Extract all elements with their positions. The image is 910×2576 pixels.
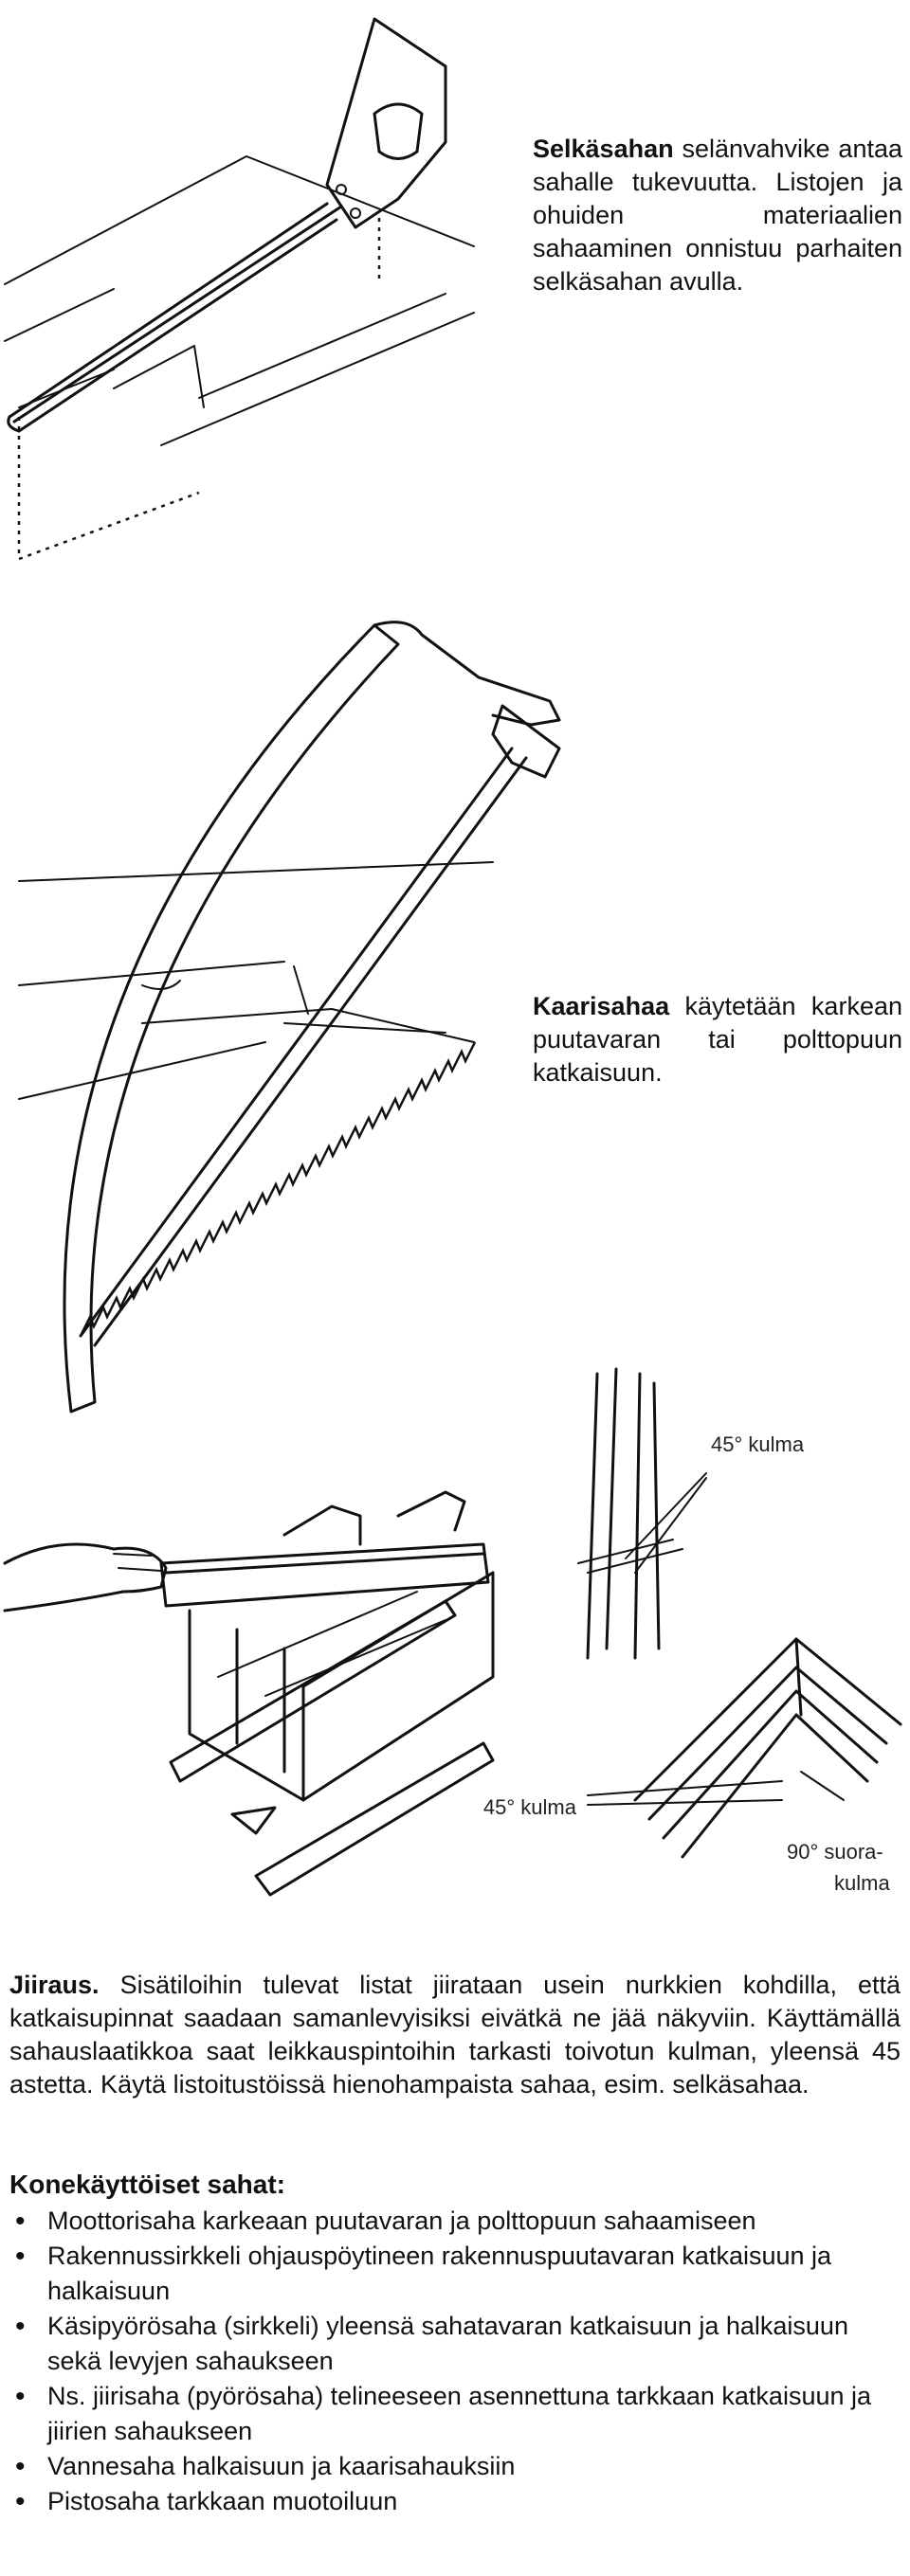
backsaw-handle xyxy=(325,17,447,229)
bowsaw-text: käytetään karkean puutavaran tai polttop… xyxy=(533,992,902,1087)
mitre-box-illustration xyxy=(3,1490,495,1897)
bowsaw-frame xyxy=(63,621,561,1414)
mitre-joint-diagram xyxy=(577,1367,902,1859)
bowsaw-term: Kaarisahaa xyxy=(533,992,670,1020)
moulding-strips xyxy=(169,1599,495,1897)
bowsaw-blade xyxy=(79,747,528,1347)
label-90-line1: 90° suora- xyxy=(787,1840,883,1864)
label-45-top: 45° kulma xyxy=(711,1432,805,1456)
corner-joint xyxy=(633,1637,902,1859)
mitre-box xyxy=(188,1490,495,1802)
backsaw-illustration xyxy=(4,17,475,561)
bowsaw-caption: Kaarisahaa käytetään karkean puutavaran … xyxy=(533,990,902,1090)
board-sketch xyxy=(4,155,475,561)
mitre-caption: Jiiraus. Sisätiloihin tulevat listat jii… xyxy=(9,1969,901,2101)
log-sketch xyxy=(18,861,494,1100)
list-item: Pistosaha tarkkaan muotoiluun xyxy=(9,2484,901,2519)
mitre-text: Sisätiloihin tulevat listat jiirataan us… xyxy=(9,1971,901,2099)
leader-45-top xyxy=(625,1472,707,1574)
power-saws-section: Konekäyttöiset sahat: Moottorisaha karke… xyxy=(9,2170,901,2519)
list-item: Rakennussirkkeli ohjauspöytineen rakennu… xyxy=(9,2239,901,2309)
mitre-term: Jiiraus. xyxy=(9,1971,100,1999)
leader-45-left xyxy=(587,1780,783,1806)
vertical-strip xyxy=(577,1367,683,1660)
list-item: Käsipyörösaha (sirkkeli) yleensä sahatav… xyxy=(9,2309,901,2379)
bowsaw-illustration xyxy=(18,621,561,1414)
label-45-left: 45° kulma xyxy=(482,1795,576,1819)
backsaw-text: selänvahvike antaa sahalle tukevuutta. L… xyxy=(533,135,902,296)
backsaw-blade xyxy=(7,202,343,433)
leader-90 xyxy=(800,1771,845,1801)
list-item: Ns. jiirisaha (pyörösaha) telineeseen as… xyxy=(9,2379,901,2449)
hand-sketch xyxy=(3,1542,168,1612)
backsaw-term: Selkäsahan xyxy=(533,135,674,163)
label-90-line2: kulma xyxy=(834,1871,890,1895)
list-item: Moottorisaha karkeaan puutavaran ja polt… xyxy=(9,2204,901,2239)
mitre-saw xyxy=(159,1542,490,1608)
list-item: Vannesaha halkaisuun ja kaarisahauksiin xyxy=(9,2449,901,2484)
power-saws-title: Konekäyttöiset sahat: xyxy=(9,2170,285,2199)
power-saws-list: Moottorisaha karkeaan puutavaran ja polt… xyxy=(9,2204,901,2519)
backsaw-caption: Selkäsahan selänvahvike antaa sahalle tu… xyxy=(533,133,902,298)
